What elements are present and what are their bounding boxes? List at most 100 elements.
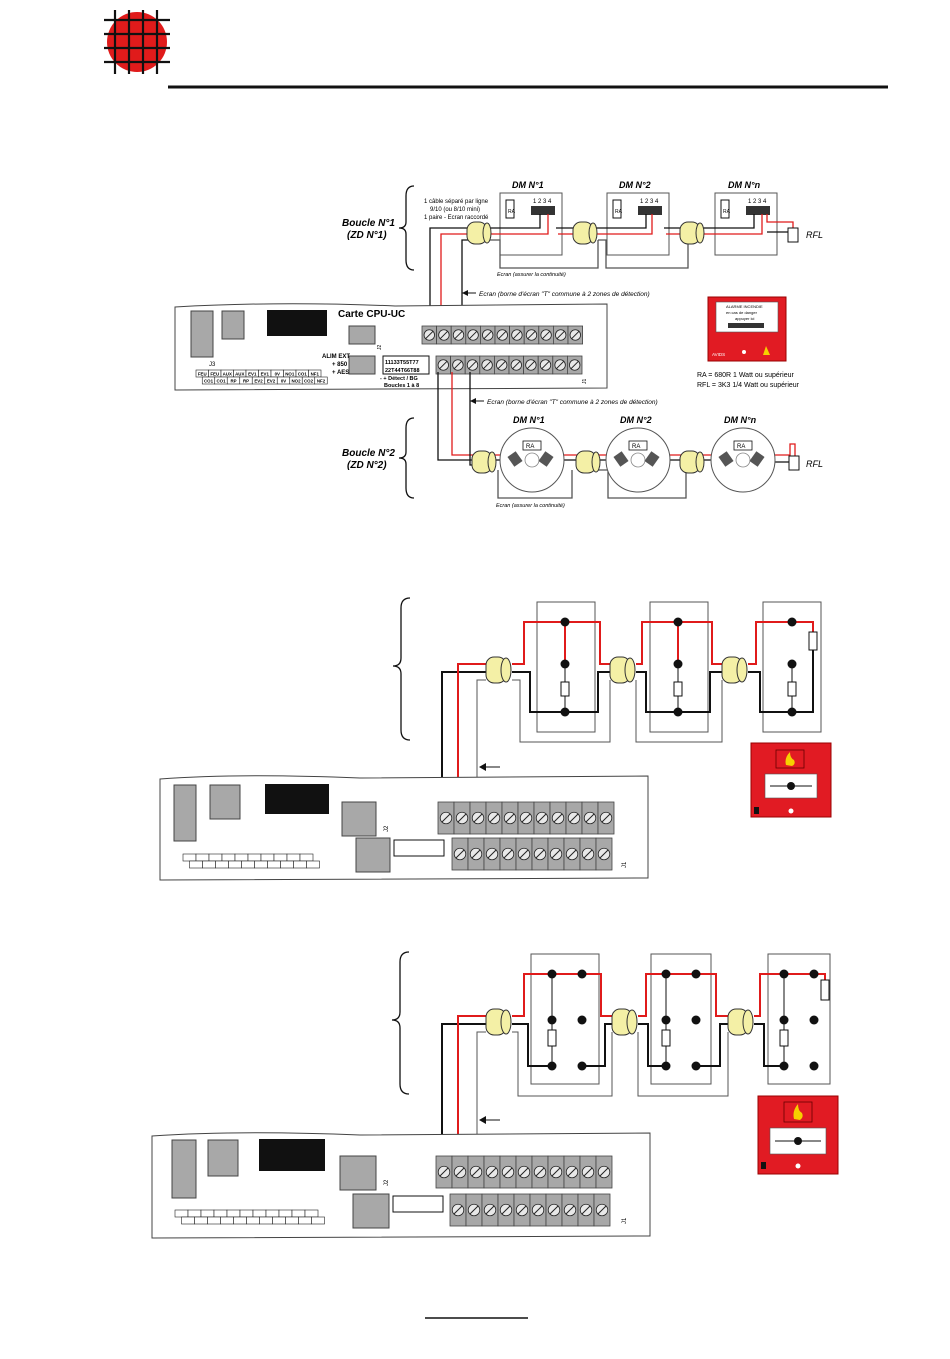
j1-top-terminal-row	[421, 325, 584, 345]
bottom-dm-1: DM N°1 RA	[499, 415, 565, 493]
bottom-dm-2: DM N°2 RA	[605, 415, 671, 493]
fig2-ferrite-2	[609, 656, 636, 684]
flame-icon	[785, 752, 795, 766]
screw-terminal	[479, 325, 496, 345]
io-terminal-cell	[273, 853, 288, 862]
io-terminal-cell	[200, 1209, 215, 1218]
j1-label: J1	[582, 379, 588, 385]
screw-terminal	[436, 325, 452, 345]
bottom-dm-n: DM N°n RA	[710, 415, 776, 493]
fig3-j1-top-row	[435, 1155, 613, 1189]
screw-terminal	[465, 1193, 483, 1227]
j2-block	[348, 325, 376, 345]
j3-block	[190, 310, 245, 358]
svg-text:NO1: NO1	[285, 371, 295, 376]
logo-grid-icon	[104, 10, 170, 74]
io-terminal-cell: FEU	[208, 369, 222, 378]
top-loop-label-1: Boucle N°1	[342, 218, 395, 229]
fig2-screen-wires	[476, 679, 723, 805]
terminal-row-1: 11133T55T77	[385, 360, 419, 366]
bottom-dm-2-title: DM N°2	[620, 415, 652, 425]
fig3-j3-block	[171, 1139, 197, 1199]
fig3-device-1	[530, 953, 600, 1085]
io-terminal-cell	[195, 853, 210, 862]
top-screen-note: Ecran (assurer la continuité)	[497, 272, 566, 278]
fig2-ferrite-3	[721, 656, 748, 684]
svg-text:0V: 0V	[275, 371, 280, 376]
legend-ra: RA = 680R 1 Watt ou supérieur	[697, 372, 794, 379]
fig2-j1-bottom-row	[451, 837, 613, 871]
io-terminal-cell	[272, 1216, 286, 1225]
svg-text:FEU: FEU	[198, 371, 207, 376]
round-detector-icon	[710, 427, 776, 493]
screw-terminal	[515, 837, 533, 871]
alim-line-2: + 850	[332, 362, 348, 368]
svg-text:FEU: FEU	[210, 371, 219, 376]
top-screen-terminal-note: Ecran (borne d'écran "T" commune à 2 zon…	[479, 291, 650, 298]
io-terminal-cell	[265, 1209, 280, 1218]
screw-terminal	[435, 1155, 453, 1189]
io-terminal-cell	[189, 860, 203, 869]
fig3-brace	[391, 951, 410, 1095]
ferrite-ring-icon	[695, 222, 705, 244]
ferrite-ring-icon	[695, 451, 705, 473]
figure-3-wiring: J2 J1	[151, 951, 839, 1239]
io-terminal-cell: CO2	[301, 376, 316, 385]
screw-terminal	[483, 837, 501, 871]
top-rfl-label: RFL	[806, 230, 823, 240]
top-ferrite-1	[466, 221, 492, 245]
io-terminal-cell	[234, 853, 249, 862]
io-terminal-cell	[254, 860, 268, 869]
fig3-ferrite-2	[611, 1008, 638, 1036]
cable-note-2: 9/10 (ou 8/10 mini)	[430, 207, 480, 213]
bottom-ferrite-2	[575, 450, 601, 474]
screw-terminal	[483, 1155, 501, 1189]
screw-terminal	[523, 325, 540, 345]
svg-text:EV1: EV1	[248, 371, 257, 376]
top-dm-1-title: DM N°1	[512, 180, 544, 190]
screw-terminal	[533, 801, 551, 835]
io-terminal-cell: EV2	[251, 376, 266, 385]
svg-text:CO1: CO1	[216, 378, 226, 383]
cpu-board-title: Carte CPU-UC	[338, 309, 405, 320]
fig2-j1-top-row	[437, 801, 615, 835]
io-terminal-cell	[285, 1216, 299, 1225]
fig3-j2-block	[339, 1155, 377, 1191]
fig2-device-internals	[560, 617, 818, 717]
screw-terminal	[517, 801, 535, 835]
screw-terminal	[450, 355, 466, 375]
detect-line-2: Boucles 1 à 8	[384, 383, 419, 389]
round-detector-icon	[605, 427, 671, 493]
fig3-manual-call-point	[757, 1095, 839, 1175]
fig3-j3b-block	[207, 1139, 239, 1177]
screw-terminal	[451, 1155, 469, 1189]
logo-disc	[107, 12, 167, 72]
resistor-icon	[787, 681, 797, 697]
io-terminal-cell	[267, 860, 281, 869]
svg-text:NF1: NF1	[311, 371, 320, 376]
screw-terminal	[529, 1193, 547, 1227]
flame-icon	[793, 1104, 803, 1120]
fig3-alim-block	[352, 1193, 390, 1229]
screw-terminal	[595, 1155, 613, 1189]
io-terminal-cell	[299, 853, 314, 862]
ferrite-ring-icon	[487, 451, 497, 473]
fig3-device-internals	[547, 969, 830, 1071]
resistor-icon	[547, 1029, 557, 1047]
end-of-line-resistor-icon	[808, 631, 818, 651]
screw-terminal	[501, 801, 519, 835]
io-terminal-cell	[215, 860, 229, 869]
top-ferrite-2	[572, 221, 598, 245]
fig2-brace	[392, 597, 411, 741]
screw-terminal	[563, 837, 581, 871]
screw-terminal	[485, 801, 503, 835]
screw-terminal	[523, 355, 539, 375]
mcp-text-3: appuyer ici	[735, 316, 754, 321]
io-terminal-cell	[278, 1209, 293, 1218]
top-loop-brace	[398, 185, 415, 271]
io-terminal-cell	[298, 1216, 312, 1225]
io-terminal-cell	[202, 860, 216, 869]
fig2-chip	[265, 784, 329, 814]
screw-terminal	[579, 837, 597, 871]
screw-terminal	[563, 1155, 581, 1189]
